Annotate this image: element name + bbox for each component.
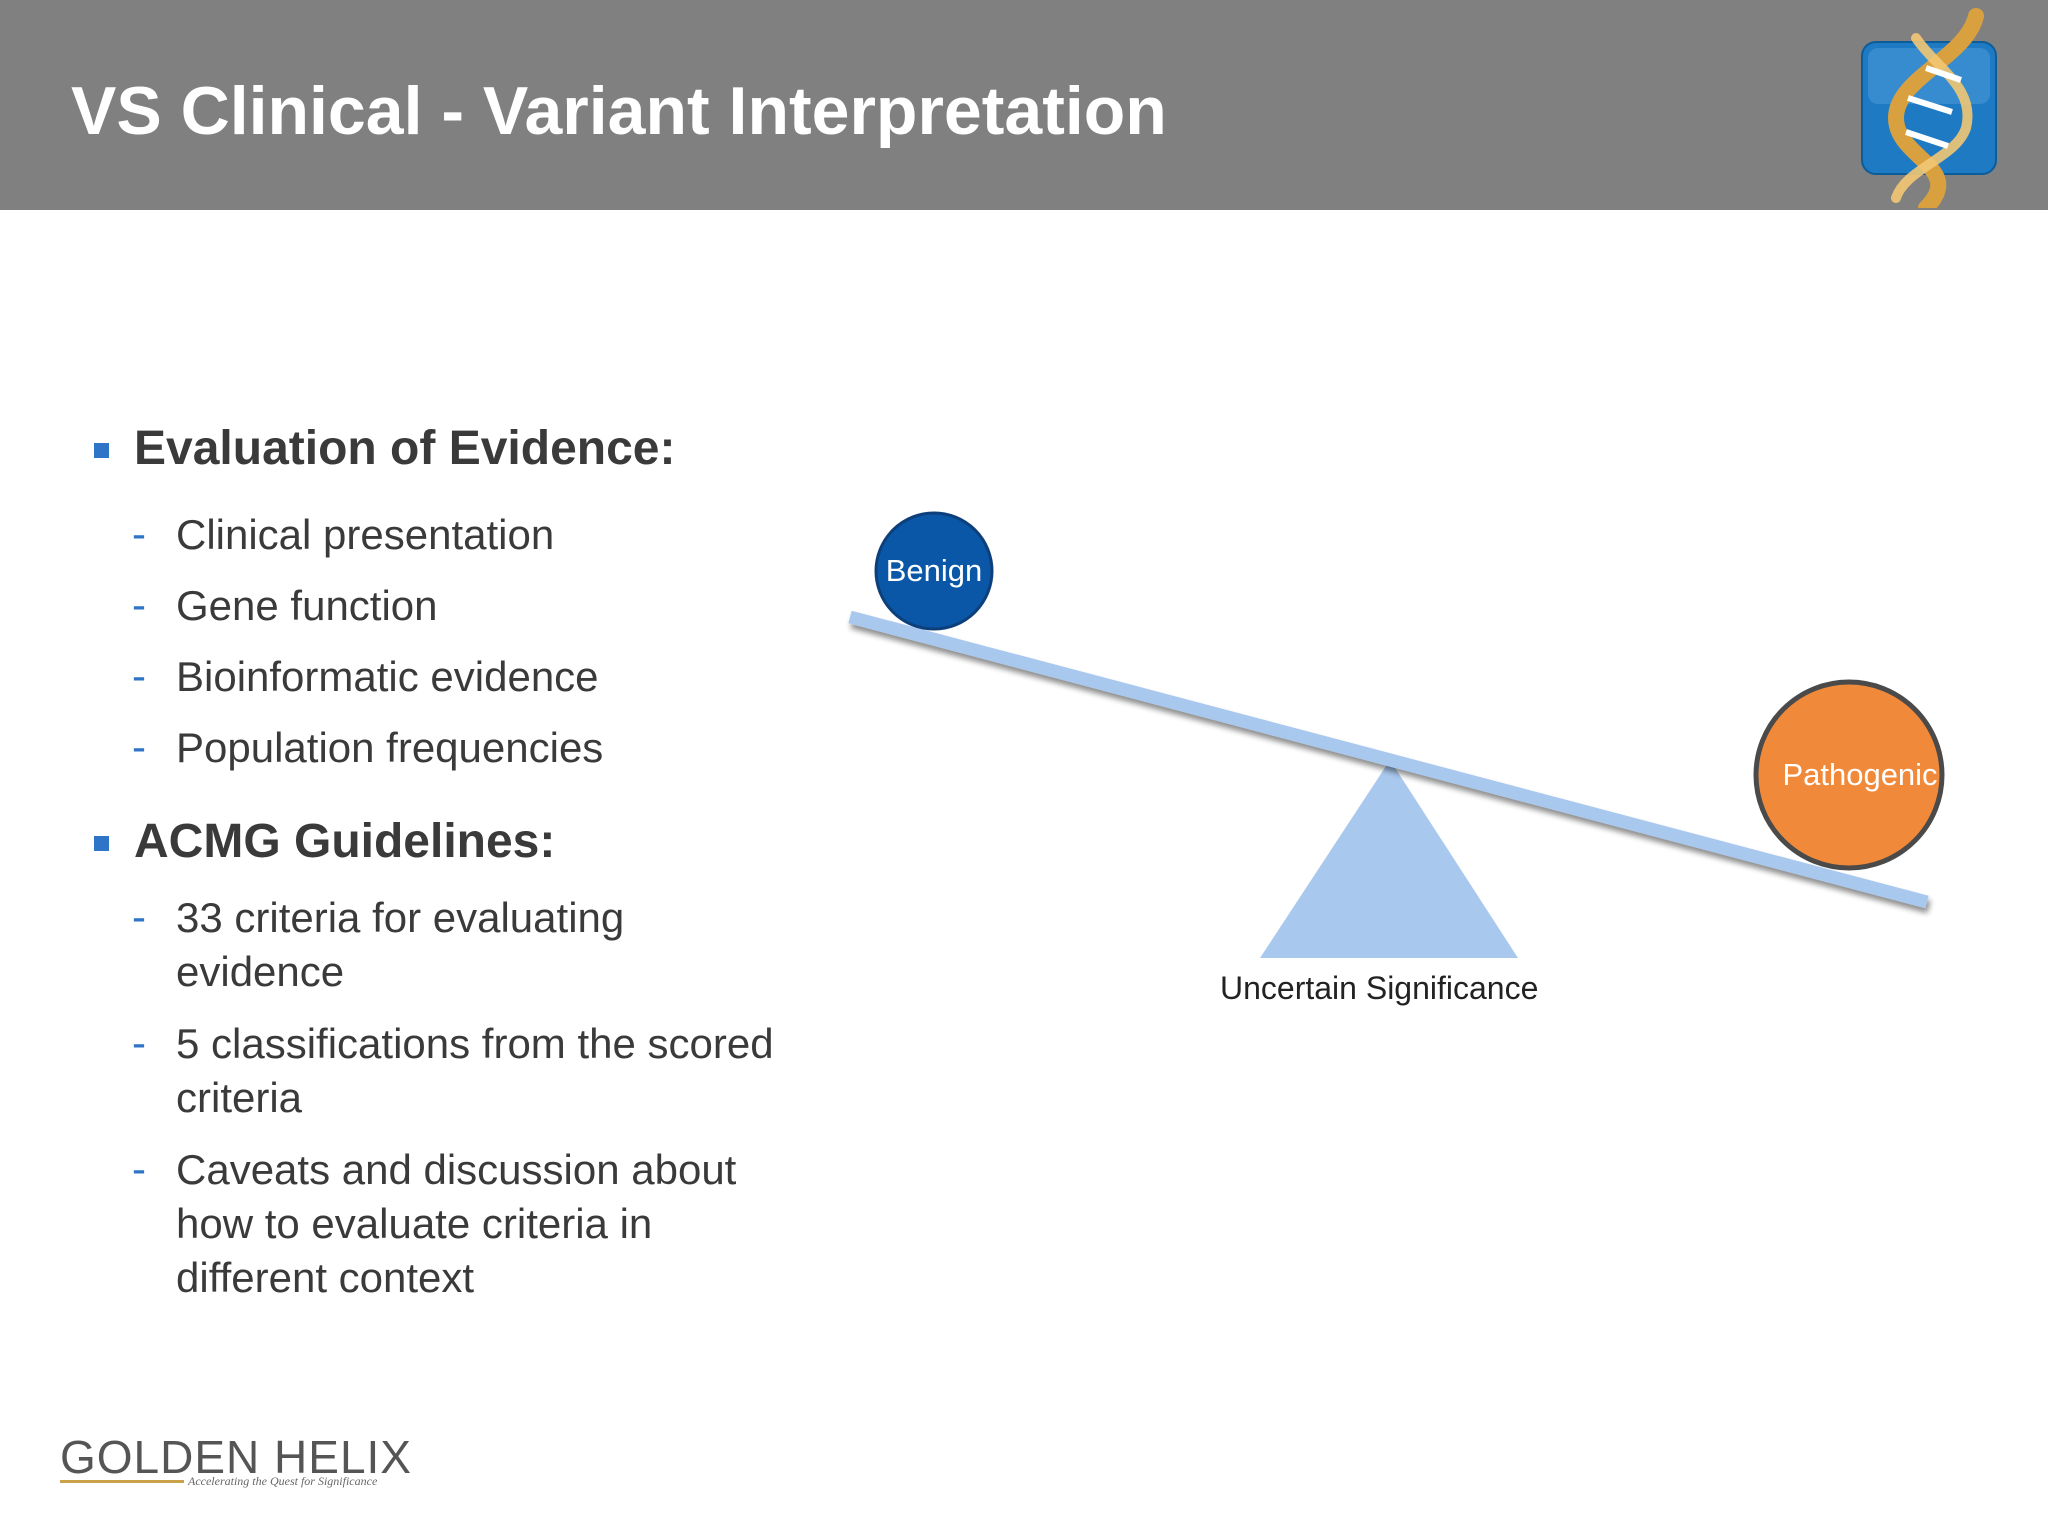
dash-marker: -: [132, 1145, 146, 1192]
header-bar: VS Clinical - Variant Interpretation: [0, 0, 2048, 210]
bullet-marker: [94, 836, 109, 851]
dash-marker: -: [132, 1019, 146, 1066]
bullet-marker: [94, 443, 109, 458]
logo-tagline: Accelerating the Quest for Significance: [188, 1474, 378, 1488]
benign-ball: [874, 511, 994, 631]
dash-marker: -: [132, 581, 146, 628]
list-item: Clinical presentation: [176, 511, 555, 558]
benign-label: Benign: [885, 553, 983, 588]
fulcrum-label: Uncertain Significance: [1220, 970, 1539, 1006]
list-item: 33 criteria for evaluating evidence: [176, 894, 625, 995]
dash-marker: -: [132, 893, 146, 940]
list-item: Population frequencies: [176, 724, 604, 771]
pathogenic-label: Pathogenic: [1782, 757, 1938, 792]
seesaw-beam: [848, 610, 1929, 909]
dash-marker: -: [132, 723, 146, 770]
list-item: Bioinformatic evidence: [176, 653, 599, 700]
logo-underline: [60, 1480, 184, 1483]
dna-helix-icon: [1861, 8, 1997, 208]
fulcrum-triangle: [1260, 760, 1518, 958]
list-item: Gene function: [176, 582, 438, 629]
dash-marker: -: [132, 510, 146, 557]
list-item: 5 classifications from the scored criter…: [176, 1020, 774, 1121]
section-heading-evaluation: Evaluation of Evidence:: [134, 422, 676, 475]
golden-helix-logo: GOLDEN HELIX: [60, 1431, 412, 1483]
section-heading-acmg: ACMG Guidelines:: [134, 815, 556, 868]
pathogenic-ball: [1753, 679, 1945, 871]
dash-marker: -: [132, 652, 146, 699]
slide-title: VS Clinical - Variant Interpretation: [71, 73, 1167, 149]
list-item: Caveats and discussion about how to eval…: [176, 1146, 737, 1301]
